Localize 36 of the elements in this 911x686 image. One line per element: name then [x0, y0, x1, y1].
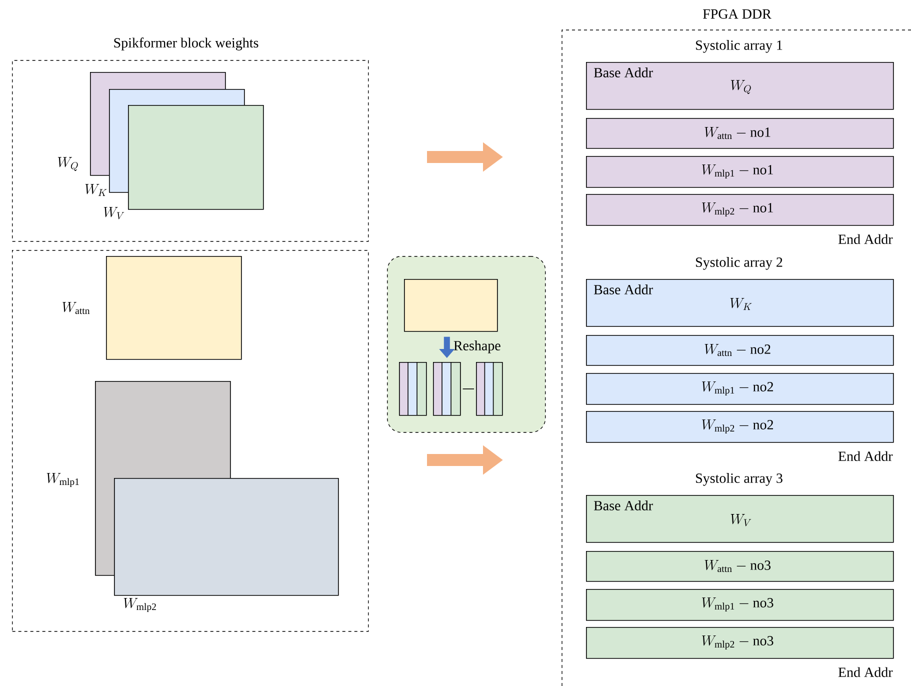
array-heading: Systolic array 1 — [696, 40, 782, 53]
weight-label: $W_{\mathrm{attn}}-\mathrm{no1}$ — [704, 126, 770, 140]
matrix-label: $W_{K}$ — [85, 184, 107, 196]
array-heading: Systolic array 3 — [696, 473, 782, 486]
address-label: Base Addr — [594, 284, 653, 294]
address-label: Base Addr — [594, 68, 653, 78]
address-label: Base Addr — [594, 500, 653, 510]
weight-label: $W_{\mathrm{mlp1}}-\mathrm{no3}$ — [702, 597, 774, 612]
array-heading: Systolic array 2 — [696, 257, 782, 270]
group-heading: Spikformer block weights — [114, 38, 258, 50]
weight-label: $W_{\mathrm{mlp2}}-\mathrm{no3}$ — [702, 635, 774, 650]
group-heading: FPGA DDR — [703, 9, 772, 19]
weight-label: $W_{K}$ — [730, 298, 752, 310]
group-frame — [12, 250, 369, 632]
column-strips — [399, 362, 427, 416]
weight-label: $W_{Q}$ — [730, 80, 751, 94]
matrix-block — [404, 279, 498, 332]
connector-line — [462, 388, 474, 390]
address-label: End Addr — [838, 667, 893, 678]
column-strips — [476, 362, 503, 416]
matrix-label: $W_{Q}$ — [58, 157, 78, 171]
weight-label: $W_{\mathrm{mlp2}}-\mathrm{no2}$ — [702, 419, 773, 434]
edge-label: Reshape — [454, 340, 500, 354]
matrix-label: $W_{\mathrm{mlp1}}$ — [46, 472, 79, 488]
matrix-label: $W_{\mathrm{attn}}$ — [62, 302, 90, 314]
matrix-label: $W_{V}$ — [104, 207, 124, 220]
address-label: End Addr — [838, 234, 893, 244]
weight-label: $W_{\mathrm{attn}}-\mathrm{no3}$ — [704, 560, 771, 572]
weight-label: $W_{V}$ — [730, 514, 752, 526]
weight-label: $W_{\mathrm{mlp1}}-\mathrm{no1}$ — [702, 164, 773, 179]
column-strips — [433, 362, 461, 416]
weight-label: $W_{\mathrm{attn}}-\mathrm{no2}$ — [704, 344, 770, 356]
matrix-label: $W_{\mathrm{mlp2}}$ — [124, 598, 156, 612]
weight-label: $W_{\mathrm{mlp2}}-\mathrm{no1}$ — [702, 202, 773, 217]
address-label: End Addr — [838, 451, 893, 462]
weight-label: $W_{\mathrm{mlp1}}-\mathrm{no2}$ — [702, 381, 773, 396]
